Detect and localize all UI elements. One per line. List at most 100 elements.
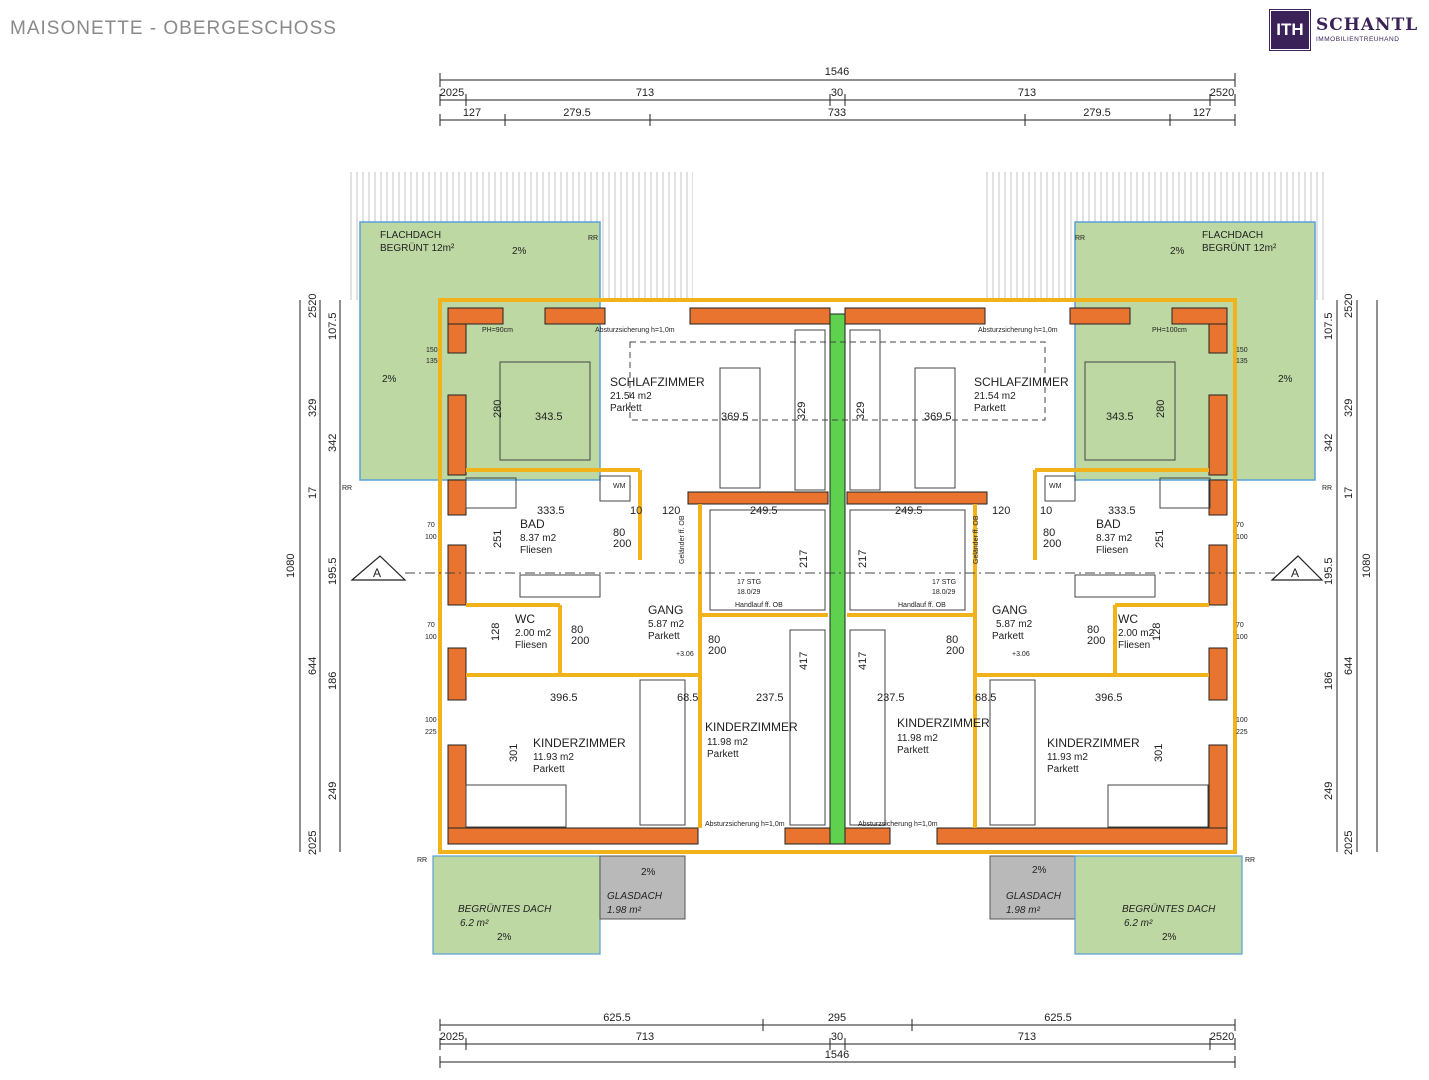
plan-label: 2% [641, 867, 656, 878]
level-label: +3.06 [676, 651, 694, 658]
plan-label: 200 [613, 538, 631, 550]
glass-roof-right-label: GLASDACH [1006, 891, 1062, 902]
dim-total-left: 1080 [285, 554, 297, 578]
plan-label: 5.87 m2 [996, 619, 1033, 630]
plan-label: 150 [1236, 347, 1248, 354]
plan-label: 2025 [307, 831, 319, 855]
plan-label: 249.5 [895, 505, 923, 517]
page-title: MAISONETTE - OBERGESCHOSS [10, 18, 337, 39]
dim-top-c: 30 [831, 87, 843, 99]
room-gang-left: GANG [648, 603, 683, 617]
plan-label: Geländer ff. OB [973, 515, 980, 564]
plan-label: 301 [508, 744, 520, 762]
dim-top-i: 279.5 [1083, 107, 1111, 119]
dim-top-j: 127 [1193, 107, 1211, 119]
plan-label: Geländer ff. OB [679, 515, 686, 564]
plan-label: 333.5 [1108, 505, 1136, 517]
plan-label: 11.93 m2 [533, 752, 574, 763]
plan-label: 80 [571, 624, 583, 636]
plan-label: 329 [796, 402, 808, 420]
plan-label: 8.37 m2 [1096, 533, 1133, 544]
plan-label: 2025 [1343, 831, 1355, 855]
plan-label: 6.2 m² [1124, 918, 1153, 929]
ph-label: PH=90cm [482, 327, 513, 334]
dim-top-g: 279.5 [563, 107, 591, 119]
plan-label: Parkett [992, 631, 1024, 642]
rr-label: RR [1075, 235, 1085, 242]
top-dimensions: 1546 2025 713 30 713 2520 127 279.5 733 … [439, 66, 1236, 126]
plan-label: 30 [831, 1031, 843, 1043]
plan-label: 301 [1153, 744, 1165, 762]
plan-label: 329 [307, 399, 319, 417]
plan-label: 80 [946, 634, 958, 646]
fall-protection-label: Absturzsicherung h=1,0m [858, 821, 938, 828]
plan-label: 70 [1236, 622, 1244, 629]
plan-label: 68.5 [975, 692, 996, 704]
plan-label: Parkett [610, 403, 642, 414]
lower-roofs: BEGRÜNTES DACH 6.2 m² 2% BEGRÜNTES DACH … [432, 855, 1243, 955]
flatroof-right-slope: 2% [1170, 246, 1185, 257]
dim-overall-top: 1546 [825, 66, 849, 78]
plan-label: Parkett [648, 631, 680, 642]
plan-label: 1.98 m² [607, 905, 642, 916]
plan-label: 2% [497, 932, 512, 943]
plan-label: 100 [425, 534, 437, 541]
plan-label: 8.37 m2 [520, 533, 557, 544]
plan-label: 2.00 m2 [515, 628, 552, 639]
plan-label: Parkett [897, 745, 929, 756]
plan-label: 2% [1032, 865, 1047, 876]
plan-label: 195.5 [1323, 557, 1335, 585]
dim-top-a: 2025 [440, 87, 464, 99]
plan-label: 2520 [307, 294, 319, 318]
plan-label: Handlauf ff. OB [735, 602, 783, 609]
dim-overall-bottom: 1546 [825, 1049, 849, 1061]
stairs-count: 17 STG [737, 579, 761, 586]
plan-label: 186 [1323, 672, 1335, 690]
plan-label: 17 [1343, 487, 1355, 499]
room-bad-left: BAD [520, 517, 545, 531]
plan-label: 225 [425, 729, 437, 736]
room-schlafzimmer-left: SCHLAFZIMMER [610, 375, 705, 389]
plan-label: 100 [425, 634, 437, 641]
room-schlafzimmer-right: SCHLAFZIMMER [974, 375, 1069, 389]
plan-label: 280 [492, 400, 504, 418]
plan-label: Parkett [1047, 764, 1079, 775]
plan-label: 135 [1236, 358, 1248, 365]
plan-label: 625.5 [1044, 1012, 1072, 1024]
flatroof-right-area: BEGRÜNT 12m² [1202, 242, 1277, 254]
plan-label: 80 [708, 634, 720, 646]
plan-label: 120 [662, 505, 680, 517]
plan-label: 343.5 [535, 411, 563, 423]
plan-label: 5.87 m2 [648, 619, 685, 630]
rooms-left: SCHLAFZIMMER 21.54 m2 Parkett BAD 8.37 m… [515, 375, 798, 775]
plan-label: 249.5 [750, 505, 778, 517]
plan-label: 11.98 m2 [897, 733, 938, 744]
room-kinderzimmer-right-b: KINDERZIMMER [897, 716, 990, 730]
wm-label: WM [1049, 483, 1062, 490]
plan-label: 107.5 [1323, 312, 1335, 340]
rooms-right: SCHLAFZIMMER 21.54 m2 Parkett BAD 8.37 m… [897, 375, 1155, 775]
plan-label: 225 [1236, 729, 1248, 736]
plan-label: 150 [426, 347, 438, 354]
green-roof-bottom-right-label: BEGRÜNTES DACH [1122, 903, 1216, 915]
plan-label: 295 [828, 1012, 846, 1024]
room-wc-left: WC [515, 612, 535, 626]
plan-label: Fliesen [520, 545, 552, 556]
plan-label: 11.93 m2 [1047, 752, 1088, 763]
room-gang-right: GANG [992, 603, 1027, 617]
plan-label: Fliesen [1118, 640, 1150, 651]
plan-label: 100 [1236, 717, 1248, 724]
dim-top-d: 713 [1018, 87, 1036, 99]
fall-protection-label: Absturzsicherung h=1,0m [978, 327, 1058, 334]
plan-label: 713 [1018, 1031, 1036, 1043]
plan-label: 6.2 m² [460, 918, 489, 929]
plan-label: 200 [1043, 538, 1061, 550]
dim-top-f: 127 [463, 107, 481, 119]
room-wc-right: WC [1118, 612, 1138, 626]
section-markers: A A [350, 555, 1324, 581]
dim-top-b: 713 [636, 87, 654, 99]
plan-label: RR [342, 485, 352, 492]
plan-label: 17 [307, 487, 319, 499]
plan-label: 200 [708, 645, 726, 657]
plan-label: 342 [1323, 434, 1335, 452]
